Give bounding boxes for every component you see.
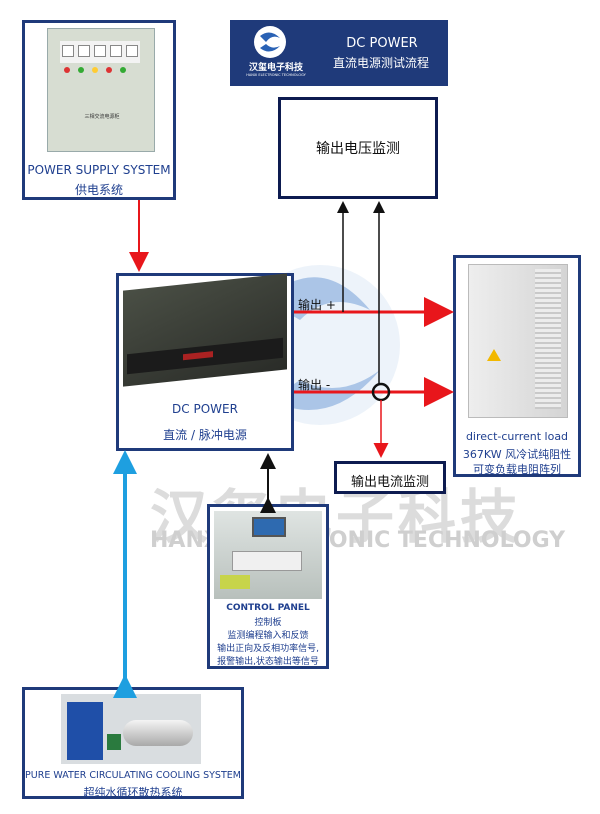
header-title-cn: 直流电源测试流程 <box>332 56 429 70</box>
load-cabinet-image <box>468 264 568 418</box>
control-panel-image <box>214 511 322 599</box>
cooling-box: PURE WATER CIRCULATING COOLING SYSTEM 超纯… <box>22 687 244 799</box>
control-panel-label-en: CONTROL PANEL <box>226 603 310 613</box>
header-title-en: DC POWER <box>346 36 418 51</box>
dc-power-box: DC POWER 直流 / 脉冲电源 <box>116 273 294 451</box>
header-banner: 汉玺电子科技 HANXI ELECTRONIC TECHNOLOGY DC PO… <box>230 20 448 86</box>
logo-subtext: HANXI ELECTRONIC TECHNOLOGY <box>246 73 306 77</box>
control-panel-desc-3: 报警输出,状态输出等信号 <box>217 657 319 667</box>
control-panel-desc-1: 监测编程输入和反馈 <box>227 631 309 641</box>
load-label-cn-1: 367KW 风冷试纯阻性 <box>462 448 572 461</box>
cooling-image <box>61 694 201 764</box>
cooling-label-en: PURE WATER CIRCULATING COOLING SYSTEM <box>25 770 241 781</box>
control-panel-box: CONTROL PANEL 控制板 监测编程输入和反馈 输出正向及反相功率信号,… <box>207 504 329 669</box>
power-supply-label-en: POWER SUPPLY SYSTEM <box>27 163 171 177</box>
power-supply-box: 三相交流电源柜 POWER SUPPLY SYSTEM 供电系统 <box>22 20 176 200</box>
load-box: direct-current load 367KW 风冷试纯阻性 可变负载电阻阵… <box>453 255 581 477</box>
power-supply-label-cn: 供电系统 <box>74 183 123 197</box>
warning-icon <box>487 349 501 361</box>
logo-text: 汉玺电子科技 <box>248 63 303 73</box>
dc-power-label-en: DC POWER <box>172 402 238 416</box>
output-minus-label: 输出 - <box>298 378 331 392</box>
dc-power-label-cn: 直流 / 脉冲电源 <box>163 428 247 442</box>
load-label-cn-2: 可变负载电阻阵列 <box>473 463 561 476</box>
voltage-monitor-label: 输出电压监测 <box>316 141 400 157</box>
logo-icon <box>254 26 286 58</box>
control-panel-label-cn: 控制板 <box>254 618 282 628</box>
voltage-monitor-box: 输出电压监测 <box>278 97 438 199</box>
current-monitor-box: 输出电流监测 <box>334 461 446 494</box>
load-label-en: direct-current load <box>465 430 569 443</box>
output-plus-label: 输出 + <box>298 298 336 312</box>
current-monitor-label: 输出电流监测 <box>350 475 429 490</box>
cooling-label-cn: 超纯水循环散热系统 <box>83 786 183 799</box>
power-cabinet-image: 三相交流电源柜 <box>47 28 155 152</box>
power-cabinet-label: 三相交流电源柜 <box>84 114 120 120</box>
control-panel-desc-2: 输出正向及反相功率信号, <box>217 644 319 654</box>
